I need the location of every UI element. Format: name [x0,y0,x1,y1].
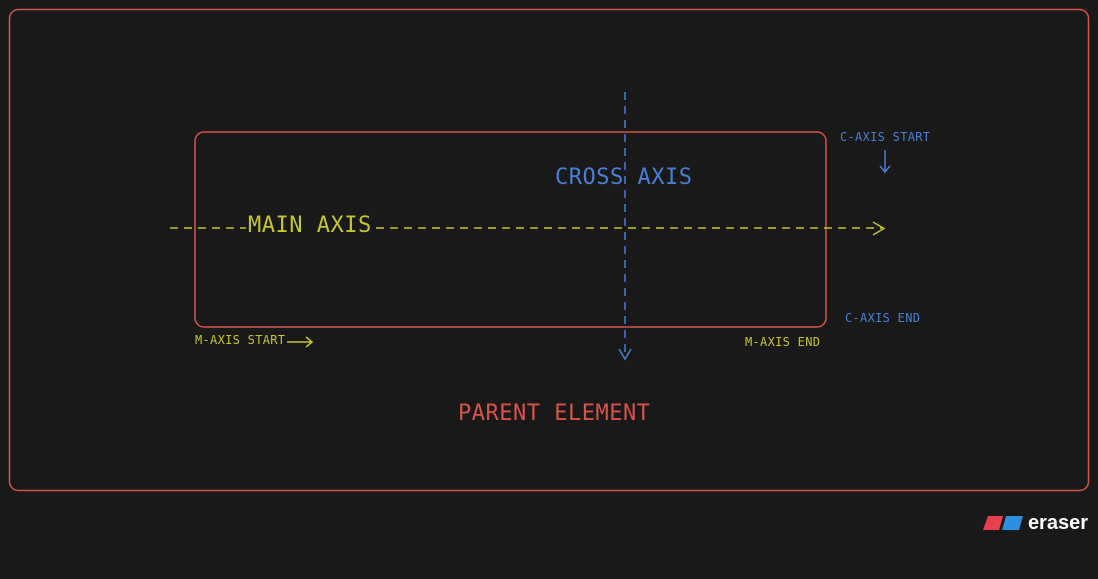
child-element-box [194,131,827,328]
eraser-logo-icon [982,516,1023,530]
m-axis-end-label: M-AXIS END [745,335,821,349]
eraser-logo[interactable]: eraser [982,512,1088,534]
eraser-logo-text: eraser [1027,512,1088,534]
c-axis-end-label: C-AXIS END [845,311,921,325]
parent-element-box [8,8,1090,492]
cross-axis-label: CROSS AXIS [555,165,693,190]
main-axis-arrowhead [872,221,886,236]
cross-axis-arrowhead [618,348,632,361]
main-axis-label: MAIN AXIS [248,213,372,238]
c-axis-start-arrowhead [879,165,891,174]
c-axis-start-label: C-AXIS START [840,130,931,144]
m-axis-start-label: M-AXIS START [195,333,286,347]
m-axis-start-arrowhead [305,336,314,348]
parent-element-label: PARENT ELEMENT [458,401,651,426]
